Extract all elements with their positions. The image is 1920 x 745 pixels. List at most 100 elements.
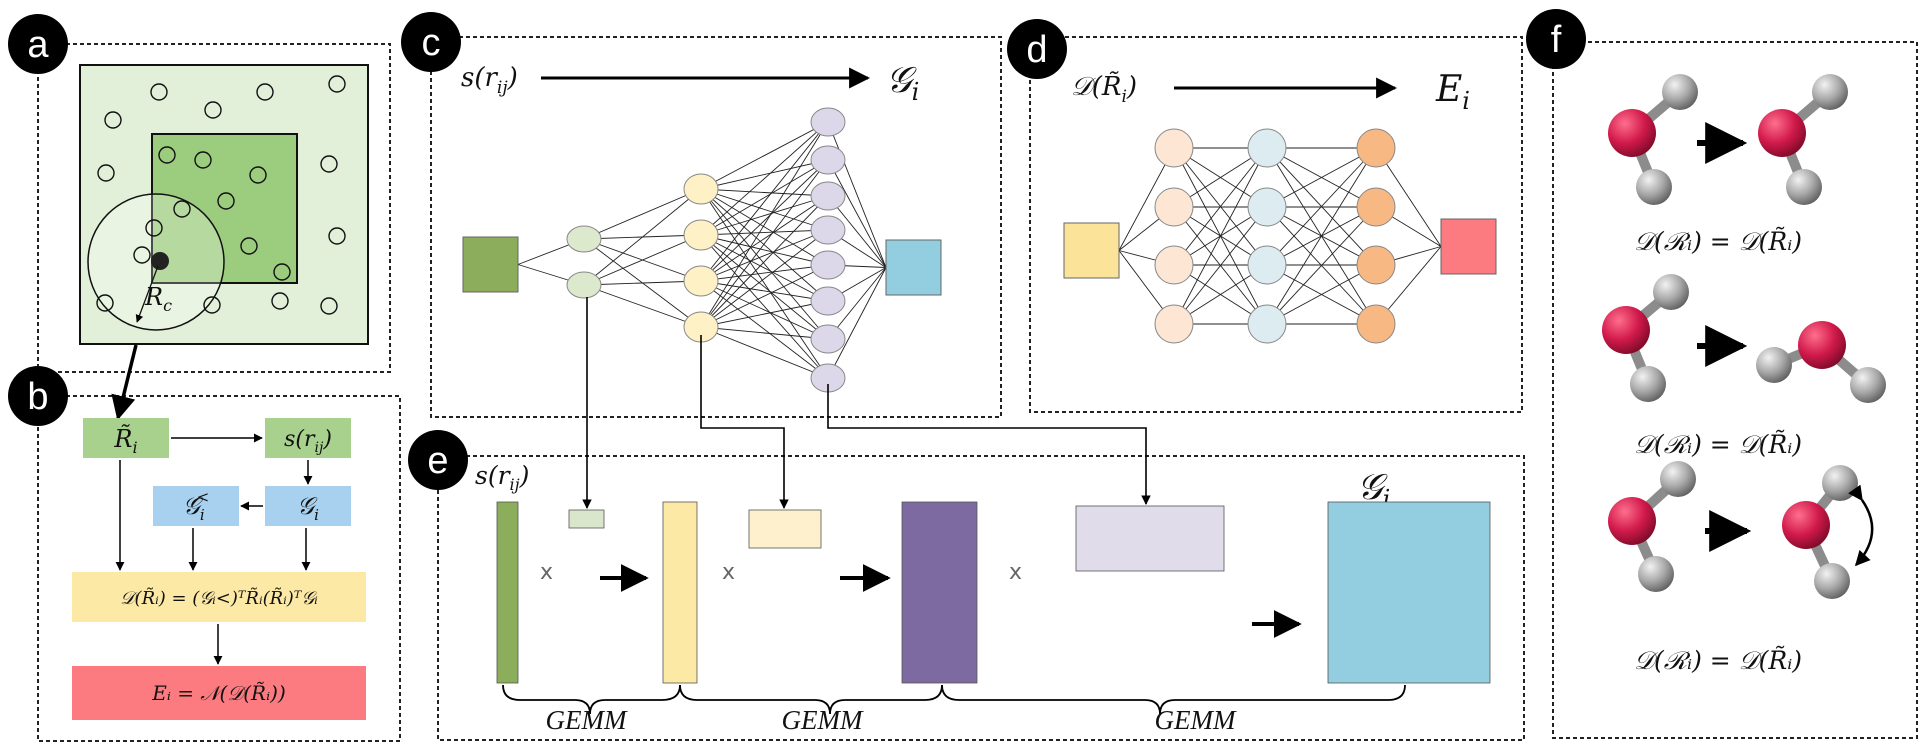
- neighbor-atom: [150, 83, 168, 101]
- panel-c-embedding-net: s(rij) 𝒢i: [461, 60, 942, 393]
- panel-c-edge: [583, 284, 702, 328]
- panel-c-edge: [700, 234, 829, 302]
- weight-1: [568, 509, 605, 529]
- panel-c-edge: [700, 280, 829, 379]
- oxygen-atom: [1602, 306, 1650, 354]
- gemm-label-3: GEMM: [1155, 705, 1237, 735]
- panel-c-neuron: [683, 173, 719, 205]
- panel-c-edge: [700, 300, 829, 328]
- s-function-box: [265, 418, 351, 458]
- panel-c-edge: [700, 188, 829, 302]
- panel-label-f: f: [1526, 9, 1586, 69]
- panel-d-neuron: [1356, 304, 1396, 344]
- panel-c-neuron: [810, 250, 846, 280]
- gemm-brace-1: [502, 684, 681, 715]
- times-symbol-1: x: [540, 560, 553, 585]
- matrix-hidden-2: [901, 501, 978, 684]
- neighbor-atom: [256, 83, 274, 101]
- matrix-g: [1327, 501, 1491, 684]
- water-molecule: [1756, 321, 1886, 403]
- g-lt-label: 𝒢i<: [183, 488, 209, 524]
- g-lt-box: [153, 486, 239, 526]
- panel-d-neuron: [1356, 187, 1396, 227]
- panel-label-a: a: [8, 14, 68, 74]
- panel-c-input-label: s(rij): [461, 63, 518, 98]
- neighbor-atom: [173, 200, 191, 218]
- neighbor-atom: [194, 151, 212, 169]
- panel-c-edge: [700, 188, 829, 197]
- neighbor-atom: [328, 75, 346, 93]
- panel-c-edge: [700, 188, 829, 340]
- panel-d-border: [1029, 36, 1523, 413]
- neighbor-atom: [104, 111, 122, 129]
- panel-c-edge: [700, 264, 829, 282]
- panel-c-neuron: [810, 107, 846, 137]
- panel-d-neuron: [1154, 128, 1194, 168]
- panel-c-edge: [700, 195, 829, 328]
- water-molecule: [1758, 74, 1848, 205]
- c-to-e-arrow-2: [700, 335, 789, 509]
- panel-c-neuron: [566, 225, 602, 253]
- hydrogen-atom: [1653, 274, 1689, 310]
- swap-arrow: [1848, 484, 1874, 567]
- cutoff-radius-arrow: [135, 265, 159, 323]
- panel-d-neuron: [1356, 245, 1396, 285]
- panel-c-border: [430, 36, 1002, 418]
- hydrogen-atom: [1850, 367, 1886, 403]
- hydrogen-atom: [1756, 347, 1792, 383]
- panel-c-edge: [583, 280, 702, 286]
- panel-c-neuron: [810, 215, 846, 245]
- panel-d-input-box: [1063, 222, 1120, 279]
- panel-c-output-label: 𝒢i: [886, 60, 919, 106]
- panel-c-edge: [700, 326, 829, 340]
- panel-c-edge: [700, 121, 829, 282]
- panel-d-neuron: [1247, 187, 1287, 227]
- panel-c-input-box: [462, 236, 519, 293]
- panel-c-neuron: [810, 181, 846, 211]
- panel-c-edge: [700, 280, 829, 340]
- s-function-label: s(rij): [284, 427, 332, 456]
- panel-c-edge: [700, 264, 829, 328]
- panel-d-neuron: [1247, 128, 1287, 168]
- hydrogen-atom: [1660, 461, 1696, 497]
- oxygen-atom: [1758, 109, 1806, 157]
- neighbor-atom: [96, 294, 114, 312]
- water-molecule: [1608, 461, 1696, 592]
- panel-c-edge: [700, 195, 829, 236]
- panel-c-edge: [700, 159, 829, 190]
- gemm-label-1: GEMM: [546, 705, 628, 735]
- panel-d-edge: [1266, 147, 1377, 266]
- panel-d-neuron: [1154, 245, 1194, 285]
- g-label: 𝒢i: [297, 492, 319, 524]
- panel-d-neuron: [1247, 245, 1287, 285]
- panel-c-edge: [700, 121, 829, 190]
- panel-d-edge: [1266, 264, 1377, 325]
- weight-2: [748, 509, 822, 549]
- panel-c-edge: [700, 188, 829, 379]
- panel-c-edge: [700, 121, 829, 236]
- panel-c-neuron: [810, 145, 846, 175]
- matrix-hidden-1: [662, 501, 698, 684]
- env-matrix-box: [83, 418, 169, 458]
- panel-d-input-label: 𝒟(R̃i): [1071, 71, 1137, 107]
- panel-c-edge: [700, 229, 829, 328]
- panel-label-c: c: [401, 12, 461, 72]
- panel-c-neuron: [683, 265, 719, 297]
- svg-text:a: a: [27, 24, 49, 66]
- panel-a-cutoff-diagram: Rc: [79, 64, 369, 345]
- panel-d-neuron: [1247, 304, 1287, 344]
- water-molecule: [1608, 74, 1698, 205]
- panel-c-edge: [700, 234, 829, 340]
- hydrogen-atom: [1786, 169, 1822, 205]
- panel-c-neuron: [683, 219, 719, 251]
- neighbor-atom: [133, 246, 151, 264]
- panel-d-edge: [1266, 147, 1377, 208]
- panel-c-edge: [700, 159, 829, 236]
- symmetry-equation-permutation: 𝒟(ℛᵢ) = 𝒟(R̃ᵢ): [1634, 646, 1802, 675]
- neighbor-atom: [203, 296, 221, 314]
- symmetry-equation-translation: 𝒟(ℛᵢ) = 𝒟(R̃ᵢ): [1634, 227, 1802, 256]
- times-symbol-2: x: [722, 560, 735, 585]
- panel-f-symmetry: 𝒟(ℛᵢ) = 𝒟(R̃ᵢ) 𝒟(ℛᵢ) = 𝒟(R̃ᵢ) 𝒟(ℛᵢ) = 𝒟(…: [1602, 74, 1886, 675]
- panel-c-edge: [700, 188, 829, 231]
